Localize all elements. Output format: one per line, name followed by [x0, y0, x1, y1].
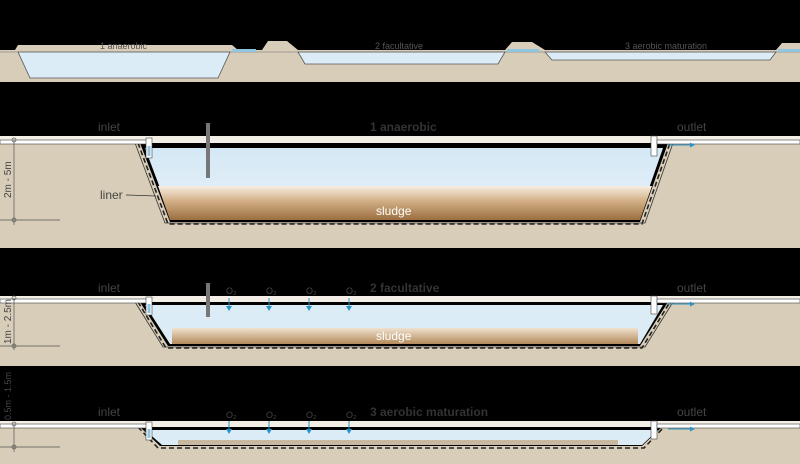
overview-label-1: 1 anaerobic — [100, 41, 148, 51]
pond2-section: inlet outlet 2 facultative sludge O₂ O₂ … — [0, 281, 800, 366]
pond2-inlet-label: inlet — [98, 281, 121, 295]
overview-pond-2 — [297, 51, 506, 65]
pond3-title: 3 aerobic maturation — [370, 405, 488, 419]
pond3-o2-label: O₂ — [346, 410, 357, 420]
overview-pipe-1 — [232, 49, 256, 52]
pond1-ground — [0, 143, 800, 248]
pond2-depth-gauge — [206, 283, 210, 317]
pond3-o2-arrow — [266, 421, 272, 434]
pond2-o2-group: O₂ O₂ O₂ O₂ — [226, 286, 357, 311]
overview-label-3: 3 aerobic maturation — [625, 41, 707, 51]
pond2-depth-label: 1m - 2.5m — [3, 299, 14, 344]
pond3-outlet-label: outlet — [677, 405, 707, 419]
overview-section: 1 anaerobic 2 facultative 3 aerobic matu… — [0, 41, 800, 82]
pond1-depth-scale: 2m - 5m — [0, 137, 60, 225]
pond3-outlet-pipe — [650, 420, 800, 440]
pond2-bank — [0, 296, 800, 302]
pond3-sludge — [178, 440, 618, 445]
pond1-outlet-pipe — [650, 135, 800, 157]
pond3-o2-label: O₂ — [226, 410, 237, 420]
pond1-inlet-pipe — [0, 137, 153, 159]
pond3-inlet-pipe — [0, 421, 153, 441]
pond1-liner-pointer — [125, 194, 157, 197]
pond1-outlet-label: outlet — [677, 120, 707, 134]
pond1-liner-label: liner — [100, 188, 123, 202]
pond2-title: 2 facultative — [370, 281, 440, 295]
pond1-inlet-label: inlet — [98, 120, 121, 134]
pond3-o2-label: O₂ — [306, 410, 317, 420]
overview-pond-3 — [544, 51, 777, 61]
pond3-depth-scale: 0.5m - 1.5m — [0, 372, 60, 452]
overview-label-2: 2 facultative — [375, 41, 423, 51]
pond3-o2-arrow — [306, 421, 312, 434]
overview-pipe-2 — [507, 49, 539, 52]
pond2-outlet-label: outlet — [677, 281, 707, 295]
pond3-section: inlet outlet 3 aerobic maturation O₂ O₂ … — [0, 372, 800, 464]
pond1-outline — [134, 142, 674, 224]
pond2-depth-scale: 1m - 2.5m — [0, 295, 60, 350]
pond2-sludge-label: sludge — [376, 329, 412, 343]
pond2-inlet-pipe — [0, 296, 153, 316]
pond3-o2-group: O₂ O₂ O₂ O₂ — [226, 410, 357, 434]
pond3-o2-arrow — [226, 421, 232, 434]
pond2-o2-arrow — [266, 298, 272, 311]
pond2-liner — [137, 301, 671, 349]
pond1-depth-label: 2m - 5m — [3, 161, 14, 198]
pond1-title: 1 anaerobic — [370, 120, 437, 134]
pond1-bank — [0, 136, 800, 143]
pond3-inlet-label: inlet — [98, 405, 121, 419]
pond3-bank — [0, 421, 800, 427]
pond3-depth-label: 0.5m - 1.5m — [3, 372, 13, 420]
pond1-sludge — [158, 186, 652, 220]
pond2-o2-arrow — [226, 298, 232, 311]
pond1-liner — [137, 142, 671, 225]
pond3-ground — [0, 427, 800, 464]
pond3-o2-label: O₂ — [266, 410, 277, 420]
pond3-o2-arrow — [346, 421, 352, 434]
pond2-o2-label: O₂ — [226, 286, 237, 296]
pond1-sludge-label: sludge — [376, 204, 412, 218]
overview-pond-1 — [17, 51, 231, 79]
pond2-o2-arrow — [346, 298, 352, 311]
pond1-section: inlet outlet 1 anaerobic liner sludge 2m… — [0, 120, 800, 248]
pond2-sludge — [172, 328, 638, 344]
pond2-o2-label: O₂ — [306, 286, 317, 296]
overview-pipe-3 — [778, 49, 800, 52]
pond2-outline — [134, 301, 674, 348]
pond2-ground — [0, 302, 800, 366]
pond2-outlet-pipe — [650, 295, 800, 315]
pond2-o2-arrow — [306, 298, 312, 311]
pond1-depth-gauge — [206, 123, 210, 178]
pond2-o2-label: O₂ — [266, 286, 277, 296]
pond2-o2-label: O₂ — [346, 286, 357, 296]
